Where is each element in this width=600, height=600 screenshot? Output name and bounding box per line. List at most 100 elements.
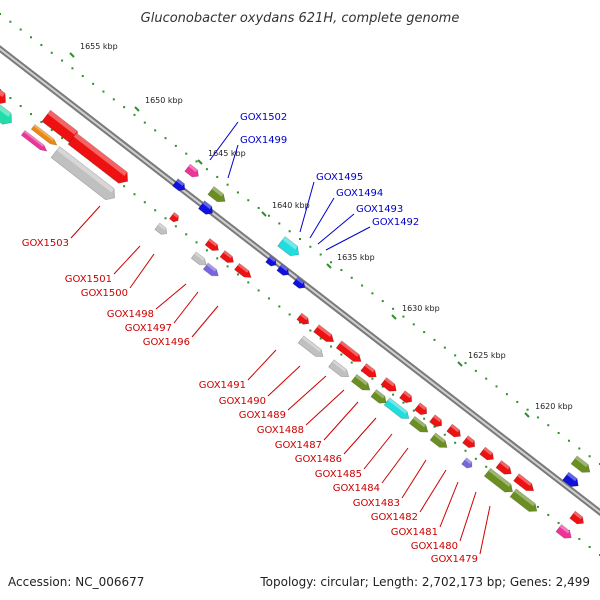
scale-major-tick — [134, 106, 140, 112]
accession-text: Accession: NC_006677 — [8, 575, 144, 589]
scale-tick-dot — [278, 305, 281, 308]
scale-tick-dot — [423, 331, 426, 334]
leader-line — [305, 389, 345, 426]
scale-tick-dot — [578, 537, 581, 540]
gene-block-pink — [555, 524, 572, 539]
scale-major-tick — [524, 412, 530, 418]
gene-label-reverse: GOX1483 — [353, 498, 400, 509]
gene-label-forward: GOX1502 — [240, 112, 287, 123]
scale-tick-dot — [164, 137, 167, 140]
scale-tick-dot — [412, 323, 415, 326]
gene-block-cyan — [383, 397, 410, 419]
scale-tick-dot — [557, 521, 560, 524]
scale-tick-dot — [164, 217, 167, 220]
scale-tick-dot — [526, 408, 529, 411]
scale-tick-dot — [61, 59, 64, 62]
scale-tick-dot — [474, 369, 477, 372]
scale-tick-dot — [174, 225, 177, 228]
gene-block-red — [380, 377, 397, 392]
gene-block-cyan — [277, 236, 300, 257]
leader-line — [227, 144, 239, 179]
scale-tick-dot — [392, 393, 395, 396]
scale-tick-dot — [485, 377, 488, 380]
gene-block-pink — [184, 163, 199, 178]
scale-tick-dot — [495, 385, 498, 388]
scale-tick-dot — [567, 439, 570, 442]
gene-block-pink — [20, 130, 48, 152]
gene-block-red — [479, 446, 494, 461]
scale-tick-dot — [319, 253, 322, 256]
scale-major-tick — [326, 263, 332, 269]
gene-label-reverse: GOX1500 — [81, 288, 128, 299]
gene-block-red — [429, 414, 443, 428]
scale-tick-dot — [205, 168, 208, 171]
gene-block-red — [313, 324, 335, 343]
gene-block-orange — [30, 124, 58, 146]
gene-label-reverse: GOX1491 — [199, 380, 246, 391]
scale-tick-dot — [19, 105, 22, 108]
scale-tick-dot — [578, 447, 581, 450]
gene-block-purple — [202, 262, 219, 277]
scale-tick-dot — [185, 233, 188, 236]
leader-line — [299, 181, 315, 233]
scale-tick-dot — [371, 292, 374, 295]
scale-tick-dot — [423, 417, 426, 420]
scale-tick-dot — [319, 337, 322, 340]
gene-block-green — [0, 67, 12, 125]
gene-block-red — [335, 340, 362, 362]
gene-label-reverse: GOX1501 — [65, 274, 112, 285]
gene-label-reverse: GOX1485 — [315, 469, 362, 480]
gene-block-blue — [562, 471, 579, 487]
gene-label-forward: GOX1495 — [316, 172, 363, 183]
leader-line — [419, 469, 447, 513]
scale-tick-dot — [299, 321, 301, 324]
gene-block-grey — [328, 359, 350, 378]
gene-label-reverse: GOX1487 — [275, 440, 322, 451]
gene-label-forward: GOX1492 — [372, 217, 419, 228]
gene-label-reverse: GOX1482 — [371, 512, 418, 523]
scale-tick-dot — [216, 257, 219, 260]
gene-features — [0, 41, 591, 539]
scale-tick-dot — [340, 269, 343, 272]
gene-label-reverse: GOX1498 — [107, 309, 154, 320]
gene-block-blue — [265, 255, 277, 267]
leader-line — [191, 305, 219, 338]
scale-major-tick — [391, 314, 397, 320]
scale-tick-dot — [9, 20, 12, 23]
gene-label-reverse: GOX1503 — [22, 238, 69, 249]
gene-block-olive — [483, 467, 514, 493]
scale-tick-dot — [247, 199, 250, 202]
gene-block-olive — [370, 389, 387, 404]
leader-line — [401, 459, 427, 499]
gene-block-olive — [207, 186, 226, 203]
scale-tick-dot — [50, 129, 53, 132]
gene-label-reverse: GOX1490 — [219, 396, 266, 407]
scale-tick-dot — [536, 505, 539, 508]
gene-block-purple — [461, 457, 473, 469]
scale-tick-dot — [309, 245, 312, 248]
scale-tick-dot — [505, 393, 508, 396]
scale-tick-dot — [443, 433, 446, 436]
scale-tick-dot — [536, 416, 539, 419]
gene-block-grey — [154, 222, 168, 235]
scale-tick-dot — [61, 137, 64, 140]
leader-line — [479, 505, 491, 555]
scale-tick-dot — [402, 401, 405, 404]
scale-major-tick — [457, 361, 463, 367]
scale-tick-dot — [392, 307, 395, 310]
scale-tick-dot — [361, 284, 364, 287]
scale-kbp-label: 1630 kbp — [402, 304, 440, 313]
scale-tick-dot — [588, 545, 591, 548]
scale-tick-dot — [340, 353, 343, 356]
leader-line — [113, 245, 141, 275]
scale-tick-dot — [381, 300, 384, 303]
leader-line — [363, 433, 393, 470]
leader-line — [343, 417, 377, 455]
scale-tick-dot — [50, 51, 53, 54]
scale-tick-dot — [330, 261, 333, 264]
scale-tick-dot — [143, 121, 146, 124]
gene-block-red — [446, 423, 461, 438]
scale-tick-dot — [350, 276, 353, 279]
gene-block-grey — [50, 146, 115, 201]
